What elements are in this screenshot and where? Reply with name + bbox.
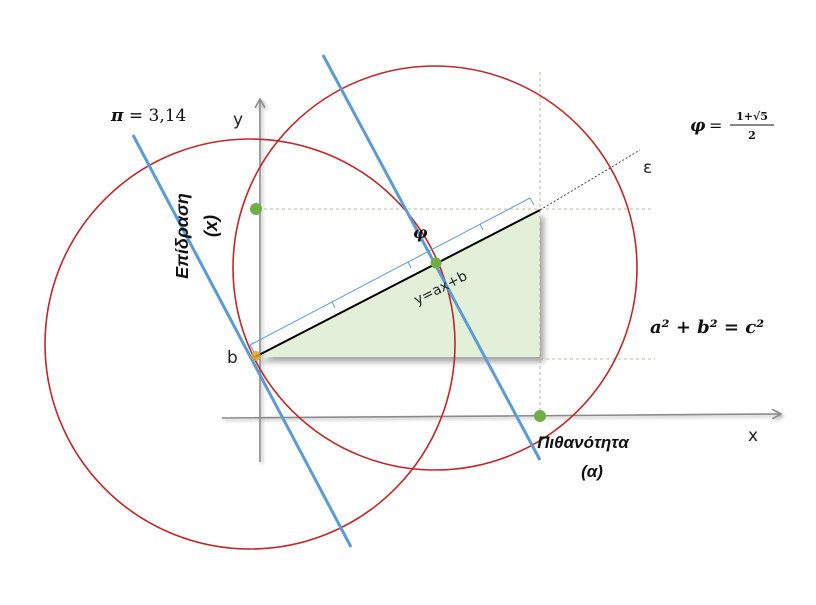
hypotenuse bbox=[254, 209, 541, 358]
y-axis-label: y bbox=[233, 110, 243, 130]
left-circle bbox=[44, 138, 456, 550]
x-axis-title-line1: Πιθανότητα bbox=[537, 433, 630, 452]
point-y-intercept bbox=[250, 203, 262, 215]
x-axis-label: x bbox=[748, 426, 758, 446]
x-axis bbox=[221, 414, 780, 418]
right-circle bbox=[232, 65, 638, 471]
b-label: b bbox=[227, 348, 238, 368]
pi-symbol: π bbox=[110, 106, 124, 126]
point-b bbox=[251, 351, 261, 361]
point-intersection bbox=[430, 257, 442, 269]
blue-line-left bbox=[131, 134, 353, 548]
golden-numerator: 1+√5 bbox=[736, 110, 768, 123]
epsilon-line bbox=[539, 149, 641, 211]
blue-line-right bbox=[321, 54, 542, 461]
pythagoras-formula: a² + b² = c² bbox=[650, 317, 764, 338]
epsilon-label: ε bbox=[643, 158, 652, 178]
x-axis-title-line2: (α) bbox=[581, 462, 603, 481]
golden-denominator: 2 bbox=[748, 129, 756, 142]
golden-phi-symbol: φ bbox=[690, 116, 706, 136]
y-axis-title-line2: (x) bbox=[201, 215, 221, 237]
point-x-intercept bbox=[534, 410, 546, 422]
measure-bracket bbox=[249, 197, 535, 353]
golden-equals: = bbox=[709, 116, 722, 135]
pi-value: = 3,14 bbox=[123, 106, 186, 126]
pi-formula: π = 3,14 bbox=[110, 106, 186, 126]
y-axis-title-line1: Επίδραση bbox=[172, 193, 192, 279]
phi-point-label: φ bbox=[413, 223, 428, 242]
golden-ratio-formula: φ = 1+√5 2 bbox=[690, 110, 774, 142]
